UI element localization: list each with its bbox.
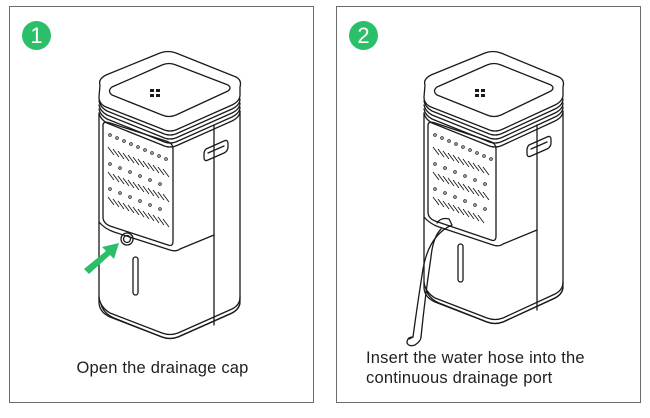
green-arrow-icon [84, 243, 119, 274]
control-panel-icon [150, 89, 160, 97]
step-caption: Insert the water hose into the continuou… [366, 348, 636, 388]
step-caption: Open the drainage cap [76, 359, 249, 377]
dehumidifier-drainage-cap-illustration [84, 50, 242, 340]
step-caption-line-2: continuous drainage port [366, 369, 553, 387]
step-1-panel: 1 Open the drainage cap [9, 6, 314, 403]
step-number-badge: 2 [349, 21, 378, 50]
step-number-badge: 1 [22, 21, 51, 50]
dehumidifier-with-hose-illustration [406, 50, 565, 347]
step-2-panel: 2 Insert the water hose into the continu… [336, 6, 641, 403]
control-panel-icon [475, 89, 485, 97]
step-caption-line-1: Insert the water hose into the [366, 349, 585, 367]
